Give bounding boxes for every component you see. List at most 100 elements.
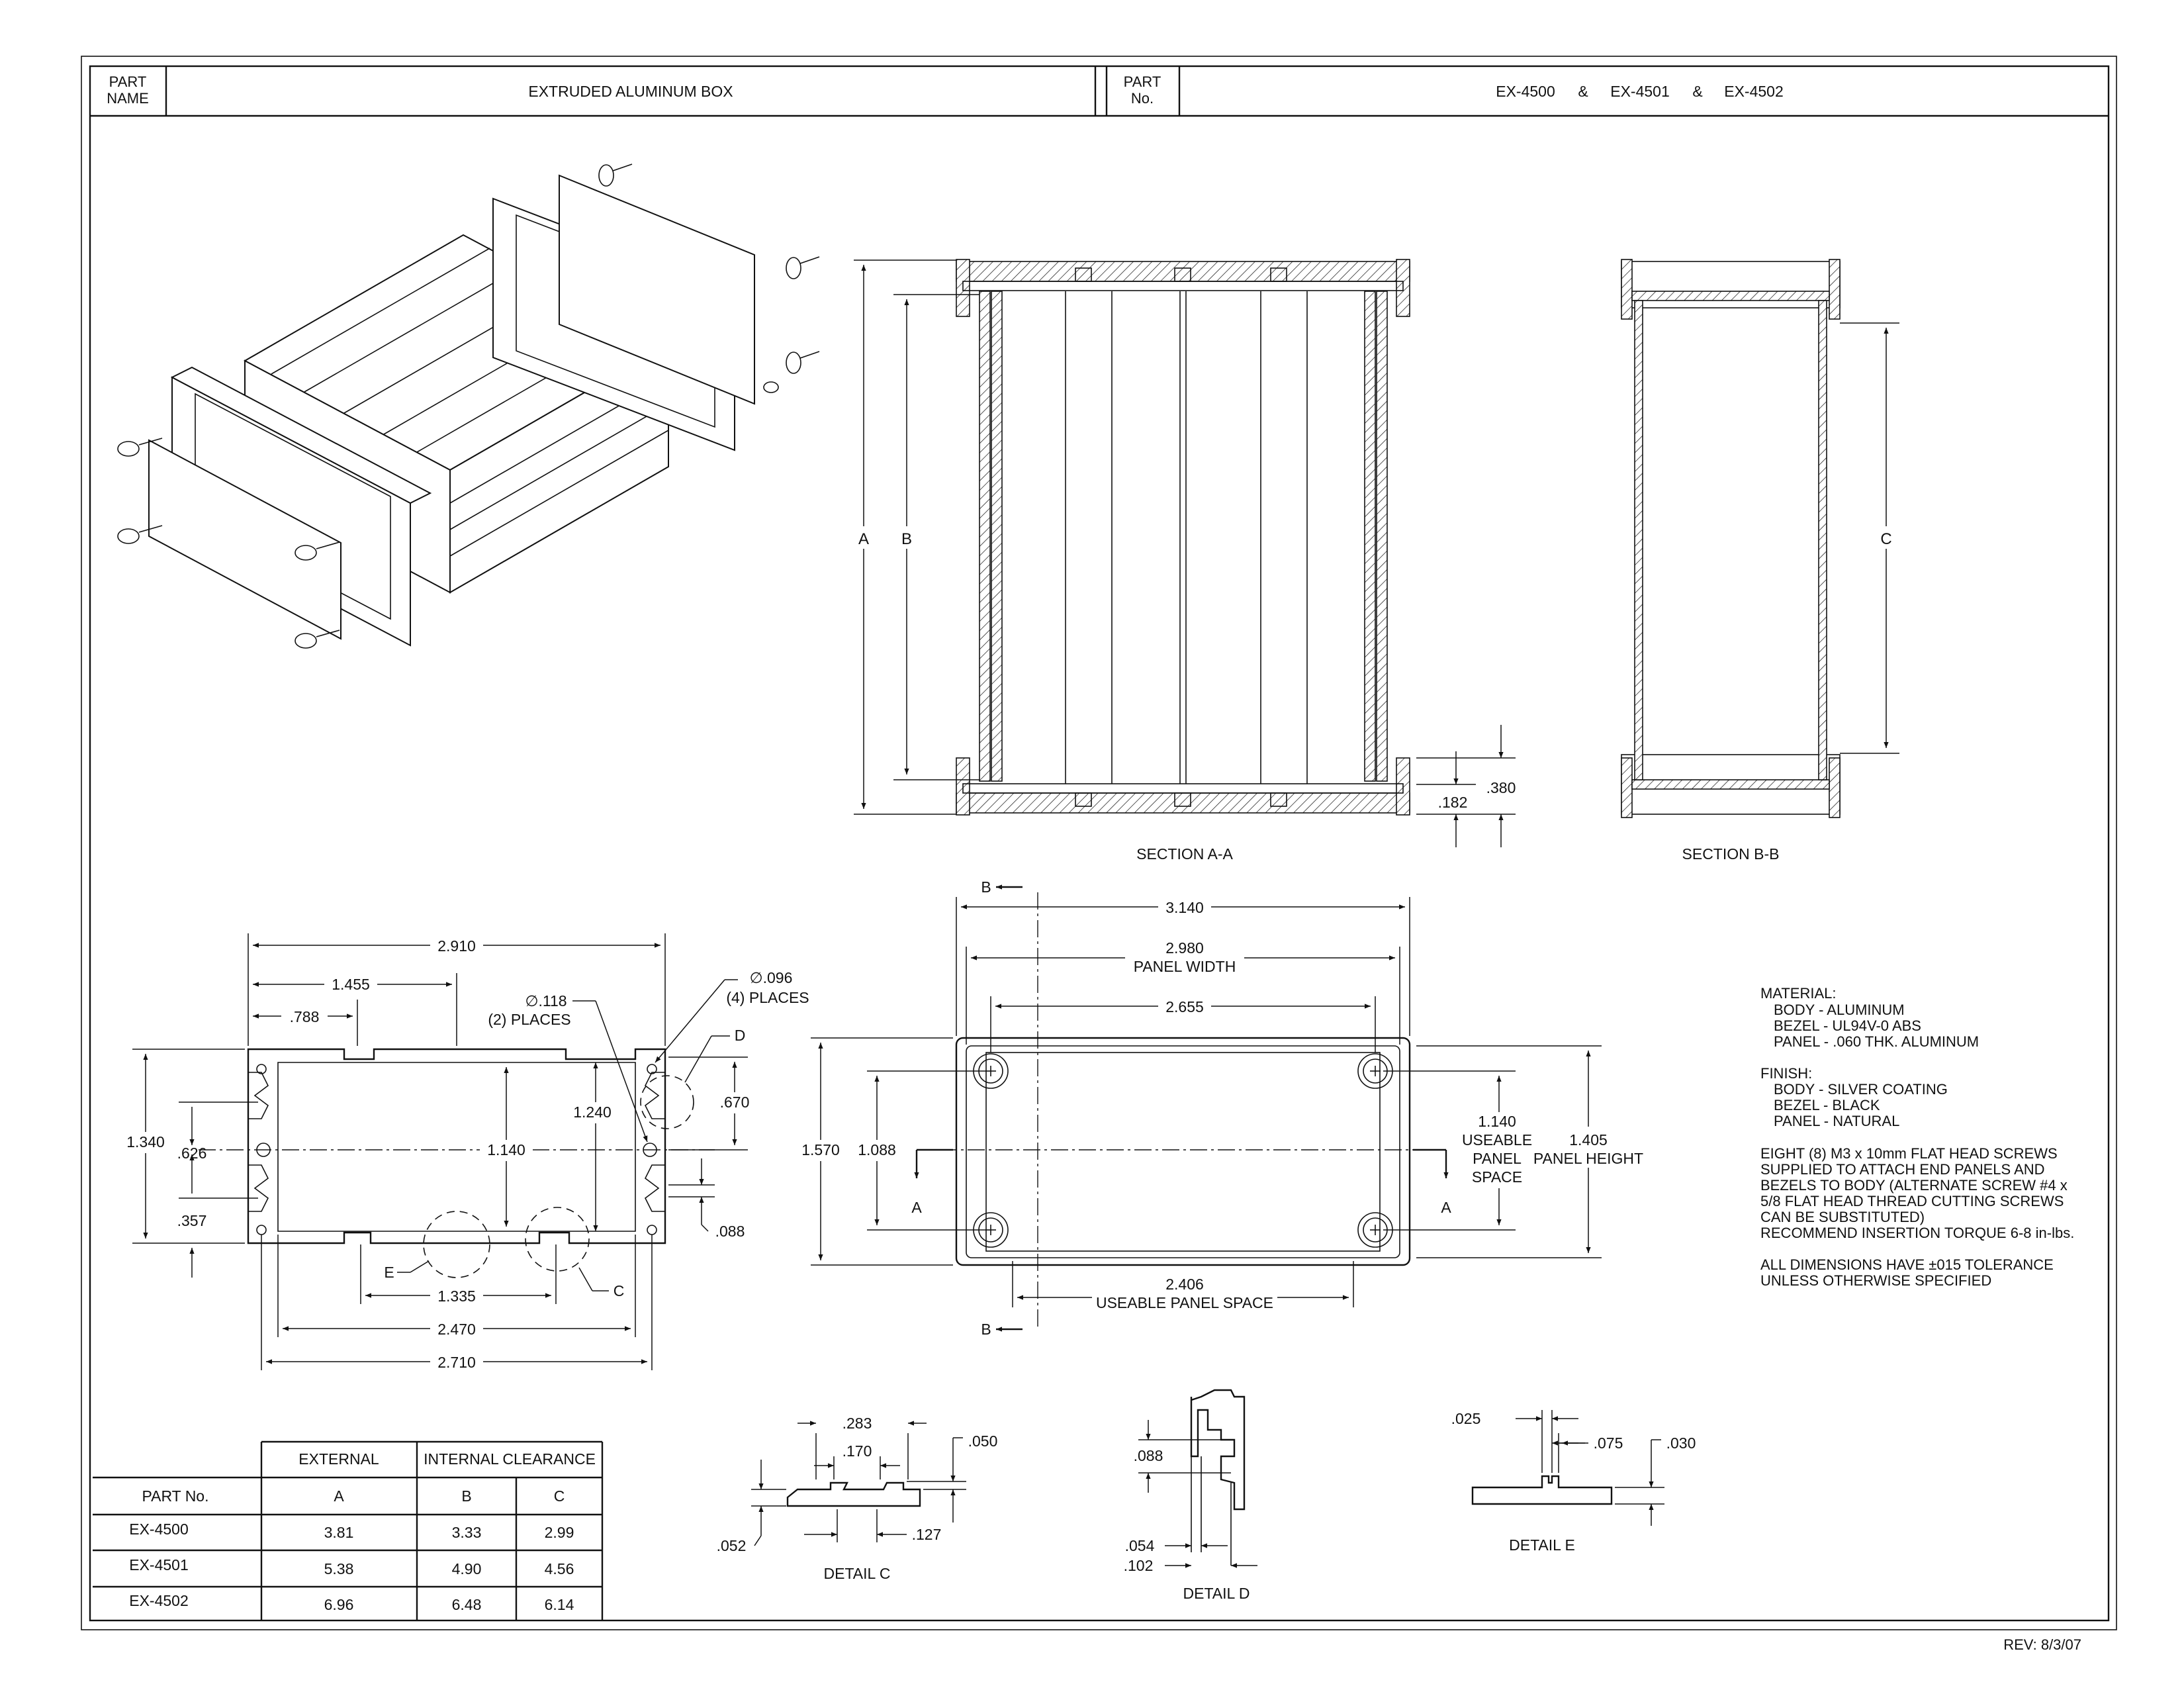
table-header-part-no: PART No. <box>142 1487 209 1505</box>
table-header-external: EXTERNAL <box>298 1450 379 1468</box>
material-line-1: BODY - ALUMINUM <box>1774 1002 1905 1018</box>
separator-2: & <box>1692 83 1702 100</box>
detail-c-dim-052: .052 <box>717 1537 747 1554</box>
dim-a-label: A <box>858 530 869 548</box>
section-b-b-view: C SECTION B-B <box>1621 259 1899 863</box>
dim-357: .357 <box>177 1212 207 1229</box>
table-cell-a-0: 3.81 <box>324 1524 354 1541</box>
screws-line-5: CAN BE SUBSTITUTED) <box>1760 1209 1925 1225</box>
finish-line-3: PANEL - NATURAL <box>1774 1113 1899 1129</box>
dim-788: .788 <box>290 1008 320 1025</box>
dim-2910: 2.910 <box>437 937 476 955</box>
dim-2655: 2.655 <box>1165 998 1204 1015</box>
dim-626: .626 <box>177 1145 207 1162</box>
part-number-2: EX-4501 <box>1610 83 1670 100</box>
title-block: PART NAME EXTRUDED ALUMINUM BOX PART No.… <box>90 66 2109 117</box>
dim-1340: 1.340 <box>126 1133 165 1150</box>
space-label: SPACE <box>1472 1168 1522 1186</box>
dim-670: .670 <box>720 1094 750 1111</box>
table-header-b: B <box>461 1487 471 1505</box>
hole-096-places: (4) PLACES <box>726 989 809 1006</box>
part-name: EXTRUDED ALUMINUM BOX <box>528 83 733 100</box>
dim-2710: 2.710 <box>437 1354 476 1371</box>
table-cell-c-1: 4.56 <box>545 1560 574 1577</box>
dim-1088: 1.088 <box>858 1141 896 1158</box>
table-cell-part-0: EX-4500 <box>129 1521 189 1538</box>
end-view: 2.910 1.455 .788 ∅.118 (2) PLACES ∅.096 … <box>122 933 809 1372</box>
section-a-a-label: SECTION A-A <box>1136 845 1233 863</box>
hole-118-places: (2) PLACES <box>488 1011 570 1028</box>
dim-1240: 1.240 <box>573 1103 612 1121</box>
screws-line-1: EIGHT (8) M3 x 10mm FLAT HEAD SCREWS <box>1760 1145 2058 1162</box>
finish-title: FINISH: <box>1760 1065 1812 1082</box>
dim-1405: 1.405 <box>1569 1131 1608 1149</box>
material-title: MATERIAL: <box>1760 985 1837 1002</box>
dim-182: .182 <box>1438 794 1468 811</box>
table-header-a: A <box>334 1487 344 1505</box>
callout-c: C <box>614 1282 625 1299</box>
part-number-3: EX-4502 <box>1724 83 1784 100</box>
detail-d-dim-054: .054 <box>1125 1537 1155 1554</box>
part-name-label-2: NAME <box>107 90 149 107</box>
dim-088: .088 <box>715 1223 745 1240</box>
section-mark-a-left: A <box>911 1199 922 1216</box>
revision-label: REV: 8/3/07 <box>2003 1636 2081 1653</box>
detail-e-dim-030: .030 <box>1666 1434 1696 1452</box>
material-line-2: BEZEL - UL94V-0 ABS <box>1774 1017 1921 1034</box>
panel-width-label: PANEL WIDTH <box>1134 958 1236 975</box>
hole-118-label: ∅.118 <box>525 992 567 1009</box>
detail-c-dim-170: .170 <box>842 1442 872 1460</box>
section-mark-b-top: B <box>981 878 991 896</box>
table-cell-part-2: EX-4502 <box>129 1592 189 1609</box>
useable-panel-space-label: USEABLE PANEL SPACE <box>1096 1294 1273 1311</box>
table-cell-a-2: 6.96 <box>324 1596 354 1613</box>
table-cell-b-1: 4.90 <box>452 1560 482 1577</box>
tolerance-line-2: UNLESS OTHERWISE SPECIFIED <box>1760 1272 1991 1289</box>
useable-label: USEABLE <box>1462 1131 1532 1149</box>
table-header-c: C <box>554 1487 565 1505</box>
callout-d: D <box>735 1027 746 1044</box>
separator-1: & <box>1578 83 1588 100</box>
dimension-table: EXTERNAL INTERNAL CLEARANCE PART No. A B… <box>93 1440 604 1620</box>
dim-c-label: C <box>1880 530 1891 548</box>
detail-d-dim-088: .088 <box>1134 1447 1163 1464</box>
screws-line-4: 5/8 FLAT HEAD THREAD CUTTING SCREWS <box>1760 1193 2064 1209</box>
dim-1570: 1.570 <box>801 1141 840 1158</box>
callout-e: E <box>384 1264 394 1281</box>
finish-line-1: BODY - SILVER COATING <box>1774 1081 1948 1098</box>
table-cell-b-2: 6.48 <box>452 1596 482 1613</box>
table-cell-part-1: EX-4501 <box>129 1556 189 1573</box>
detail-c-label: DETAIL C <box>824 1565 891 1582</box>
isometric-exploded-view <box>117 164 820 649</box>
dim-2980: 2.980 <box>1165 939 1204 957</box>
dim-1140-front: 1.140 <box>1478 1113 1516 1130</box>
dim-3140: 3.140 <box>1165 899 1204 916</box>
detail-e: .025 .075 .030 DETAIL E <box>1451 1410 1696 1554</box>
detail-e-label: DETAIL E <box>1509 1536 1575 1554</box>
section-mark-a-right: A <box>1441 1199 1451 1216</box>
table-cell-c-0: 2.99 <box>545 1524 574 1541</box>
detail-e-dim-025: .025 <box>1451 1410 1481 1427</box>
detail-c-dim-050: .050 <box>968 1432 998 1450</box>
material-line-3: PANEL - .060 THK. ALUMINUM <box>1774 1033 1979 1050</box>
panel-label: PANEL <box>1473 1150 1522 1167</box>
dim-1140: 1.140 <box>487 1141 525 1158</box>
table-cell-c-2: 6.14 <box>545 1596 574 1613</box>
part-no-label: PART <box>1124 73 1161 90</box>
screws-line-6: RECOMMEND INSERTION TORQUE 6-8 in-lbs. <box>1760 1225 2074 1241</box>
detail-d-dim-102: .102 <box>1124 1557 1154 1574</box>
screws-line-2: SUPPLIED TO ATTACH END PANELS AND <box>1760 1161 2045 1178</box>
section-a-a-view: A B .182 .380 SECTION A-A <box>854 259 1516 863</box>
dim-1455: 1.455 <box>332 976 370 993</box>
hole-096-label: ∅.096 <box>750 969 793 986</box>
screws-line-3: BEZELS TO BODY (ALTERNATE SCREW #4 x <box>1760 1177 2068 1194</box>
detail-d: .088 .054 .102 DETAIL D <box>1124 1389 1257 1602</box>
dim-1335: 1.335 <box>437 1288 476 1305</box>
table-cell-a-1: 5.38 <box>324 1560 354 1577</box>
section-b-b-label: SECTION B-B <box>1682 845 1780 863</box>
dim-2470: 2.470 <box>437 1321 476 1338</box>
notes: MATERIAL: BODY - ALUMINUM BEZEL - UL94V-… <box>1760 985 2074 1289</box>
dim-b-label: B <box>901 530 912 548</box>
section-mark-b-bottom: B <box>981 1321 991 1338</box>
